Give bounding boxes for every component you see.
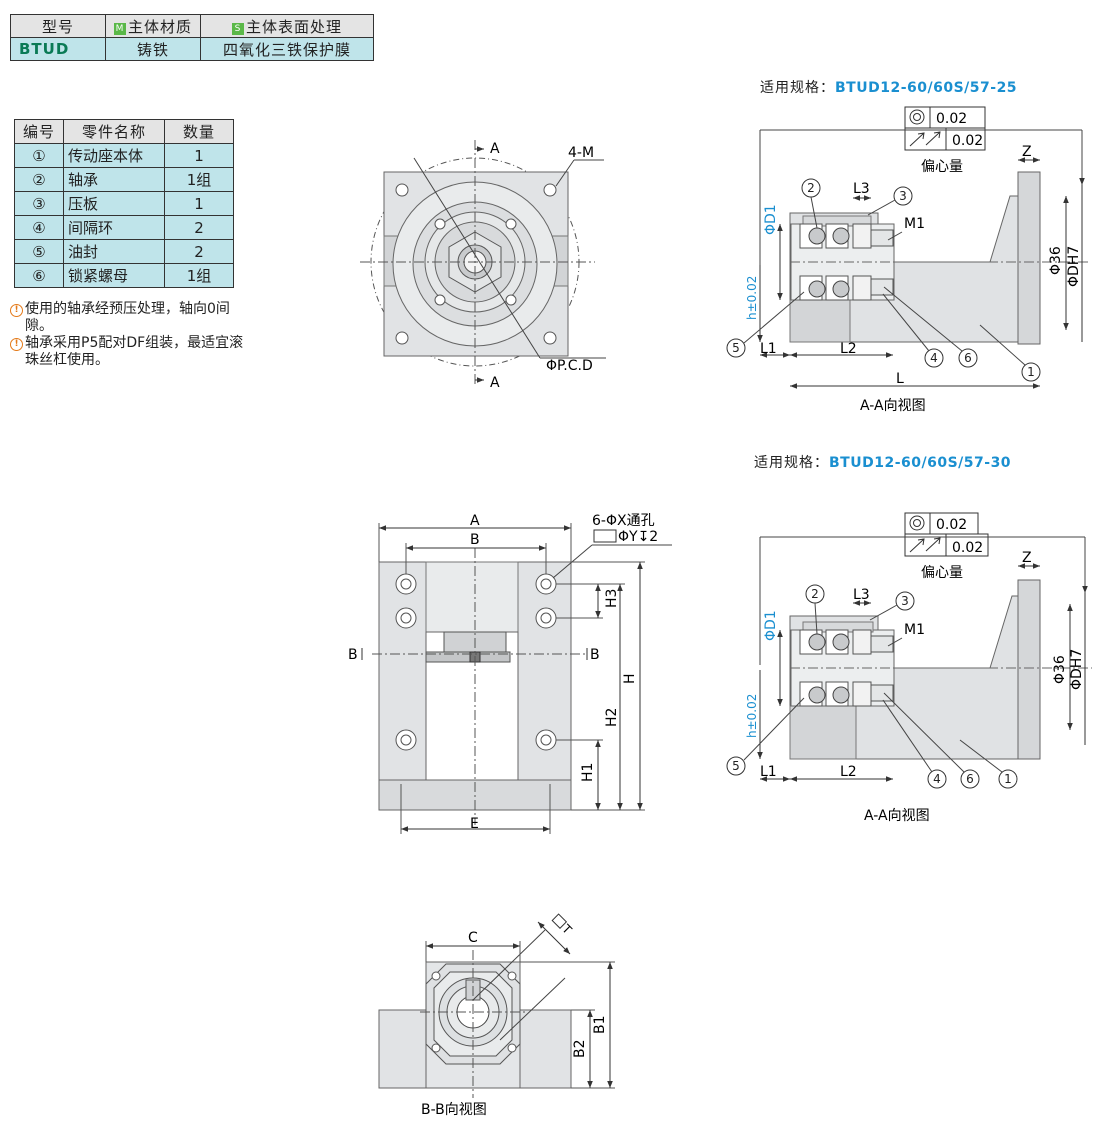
svg-text:0.02: 0.02 <box>936 517 967 533</box>
cell-model: BTUD <box>10 37 106 61</box>
svg-text:E: E <box>470 816 479 832</box>
svg-text:Z: Z <box>1022 144 1032 160</box>
svg-text:L2: L2 <box>840 764 857 780</box>
svg-text:4: 4 <box>933 772 941 786</box>
svg-text:6: 6 <box>966 772 974 786</box>
svg-text:M1: M1 <box>904 622 925 638</box>
svg-text:2: 2 <box>807 181 815 195</box>
svg-text:偏心量: 偏心量 <box>921 565 963 581</box>
runout-icon <box>909 131 941 147</box>
concentricity-icon <box>909 515 925 531</box>
svg-text:2: 2 <box>811 587 819 601</box>
warning-icon: ! <box>10 304 23 317</box>
svg-text:ΦDH7: ΦDH7 <box>1066 246 1082 287</box>
svg-text:T: T <box>559 921 575 937</box>
section-view-1: 0.02 0.02 偏心量 ΦD1 h±0.02 Φ36 <box>726 106 1090 414</box>
svg-text:Z: Z <box>1022 550 1032 566</box>
svg-text:B: B <box>470 532 480 548</box>
svg-text:L3: L3 <box>853 587 870 603</box>
header-part-name: 零件名称 <box>63 119 165 144</box>
bottom-view: T C B1 B2 B-B向视图 <box>378 913 615 1118</box>
spec-label-2: 适用规格：BTUD12-60/60S/57-30 <box>754 455 1012 471</box>
section-b-right: B <box>590 647 600 663</box>
svg-text:偏心量: 偏心量 <box>921 159 963 175</box>
cell-material: 铸铁 <box>105 37 201 61</box>
svg-text:ΦY↧2: ΦY↧2 <box>618 529 658 545</box>
svg-text:A: A <box>470 513 480 529</box>
svg-text:H: H <box>622 673 638 684</box>
svg-text:L2: L2 <box>840 341 857 357</box>
concentricity-icon <box>909 109 925 125</box>
svg-text:L1: L1 <box>760 341 777 357</box>
svg-text:ΦD1: ΦD1 <box>763 204 779 235</box>
header-qty: 数量 <box>164 119 234 144</box>
svg-text:B2: B2 <box>572 1039 588 1058</box>
svg-text:5: 5 <box>732 341 740 355</box>
svg-text:h±0.02: h±0.02 <box>745 694 759 738</box>
svg-text:1: 1 <box>1027 365 1035 379</box>
notes: !使用的轴承经预压处理，轴向0间隙。 !轴承采用P5配对DF组装，最适宜滚珠丝杠… <box>10 301 245 369</box>
m-badge-icon: M <box>114 22 126 35</box>
svg-text:L1: L1 <box>760 764 777 780</box>
section-b-left: B <box>348 647 358 663</box>
pcd-label: ΦP.C.D <box>546 358 593 374</box>
section-view-2: 0.02 0.02 偏心量 ΦD1 h±0.02 Φ36 <box>726 512 1092 824</box>
header-model: 型号 <box>10 14 106 38</box>
header-no: 编号 <box>14 119 64 144</box>
note-2: !轴承采用P5配对DF组装，最适宜滚珠丝杠使用。 <box>10 335 245 369</box>
front-view: A A 4-M ΦP.C.D <box>360 140 606 391</box>
svg-text:L: L <box>896 371 904 387</box>
svg-text:0.02: 0.02 <box>936 111 967 127</box>
warning-icon: ! <box>10 338 23 351</box>
svg-text:H2: H2 <box>604 708 620 727</box>
bottom-view-caption: B-B向视图 <box>421 1102 487 1118</box>
svg-text:6: 6 <box>964 351 972 365</box>
svg-text:5: 5 <box>732 759 740 773</box>
svg-text:6-ΦX通孔: 6-ΦX通孔 <box>592 513 655 529</box>
svg-text:4: 4 <box>930 351 938 365</box>
svg-text:C: C <box>468 930 478 946</box>
runout-icon <box>909 537 941 553</box>
svg-text:B1: B1 <box>592 1015 608 1034</box>
section-a-bottom: A <box>490 375 500 391</box>
holes-label: 4-M <box>568 145 594 161</box>
section-a-top: A <box>490 141 500 157</box>
note-1: !使用的轴承经预压处理，轴向0间隙。 <box>10 301 245 335</box>
svg-text:h±0.02: h±0.02 <box>745 276 759 320</box>
svg-text:0.02: 0.02 <box>952 133 983 149</box>
svg-text:L3: L3 <box>853 181 870 197</box>
s-badge-icon: S <box>231 22 244 35</box>
svg-text:ΦD1: ΦD1 <box>763 610 779 641</box>
svg-text:ΦDH7: ΦDH7 <box>1069 649 1085 690</box>
svg-text:0.02: 0.02 <box>952 540 983 556</box>
spec-label-1: 适用规格：BTUD12-60/60S/57-25 <box>760 80 1018 96</box>
svg-text:Φ36: Φ36 <box>1048 246 1064 275</box>
svg-text:M1: M1 <box>904 216 925 232</box>
top-view: A B E 6-ΦX通孔 ΦY↧2 H H3 H2 <box>348 513 672 834</box>
cell-surface: 四氧化三铁保护膜 <box>200 37 374 61</box>
svg-text:3: 3 <box>901 594 909 608</box>
svg-text:1: 1 <box>1004 772 1012 786</box>
tolerance-frame-2: 0.02 0.02 偏心量 <box>904 512 989 581</box>
svg-text:3: 3 <box>899 189 907 203</box>
svg-text:Φ36: Φ36 <box>1052 655 1068 684</box>
svg-text:H1: H1 <box>580 763 596 782</box>
tolerance-frame-1: 0.02 0.02 偏心量 <box>904 106 986 175</box>
svg-text:H3: H3 <box>604 589 620 608</box>
section-caption-2: A-A向视图 <box>864 808 930 824</box>
section-caption-1: A-A向视图 <box>860 398 926 414</box>
